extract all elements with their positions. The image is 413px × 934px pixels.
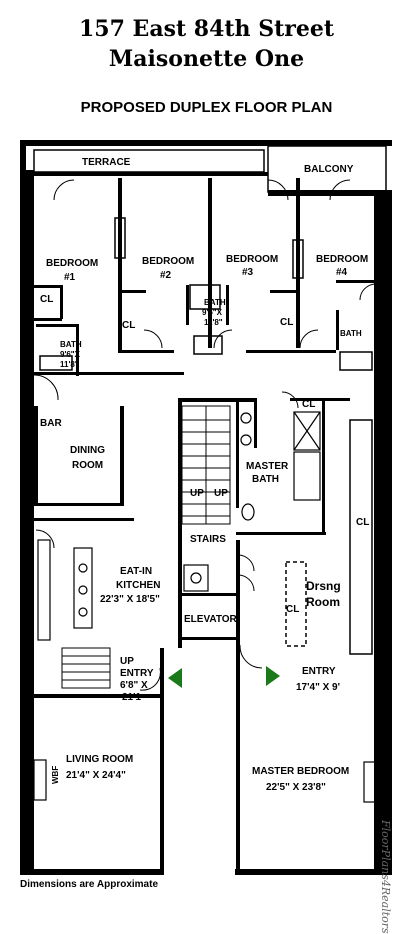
closet-label: CL — [122, 320, 135, 331]
terrace-label: TERRACE — [82, 157, 131, 168]
bedroom4-label: BEDROOM — [316, 254, 368, 265]
floor-plan: TERRACE BALCONY BEDROOM #1 BEDROOM #2 BE… — [20, 140, 392, 875]
bedroom4-num: #4 — [336, 267, 348, 278]
bar-label: BAR — [40, 418, 62, 429]
entry-arrows — [168, 666, 280, 688]
bath-label: BATH — [60, 340, 82, 349]
kitchen-label: KITCHEN — [116, 580, 160, 591]
dressing-closet — [285, 561, 307, 647]
elevator-box — [183, 564, 209, 592]
window-marks — [39, 217, 373, 371]
closet-label: CL — [302, 399, 315, 410]
kitchen-dim: 22'3" X 18'5" — [100, 594, 160, 605]
living-room-dim: 21'4" X 24'4" — [66, 770, 126, 781]
wbf-label: WBF — [51, 766, 60, 784]
dimensions-note: Dimensions are Approximate — [20, 879, 159, 890]
stairs-label: STAIRS — [190, 534, 226, 545]
entry-left-dim: 6'8" X — [120, 680, 148, 691]
bedroom1-num: #1 — [64, 272, 76, 283]
exterior-walls — [20, 140, 392, 875]
fireplaces — [33, 759, 377, 803]
stairs-up-label: UP — [190, 488, 204, 499]
entry-left-label: ENTRY — [120, 668, 154, 679]
stairs-up-label: UP — [120, 656, 134, 667]
closet-label: CL — [286, 604, 299, 615]
balcony-label: BALCONY — [304, 164, 354, 175]
elevator-label: ELEVATOR — [184, 614, 238, 625]
closet-label: CL — [40, 294, 53, 305]
stairs — [61, 405, 231, 689]
bath-dim: 11'8" — [204, 318, 223, 327]
bedroom2-label: BEDROOM — [142, 256, 194, 267]
living-room-label: LIVING ROOM — [66, 754, 133, 765]
bath-label: BATH — [340, 329, 362, 338]
entry-right-label: ENTRY — [302, 666, 336, 677]
middle-walls — [34, 398, 350, 875]
master-bath-label: BATH — [252, 474, 279, 485]
closet-label: CL — [356, 517, 369, 528]
dressing-label: Room — [306, 595, 340, 609]
bedroom2-num: #2 — [160, 270, 172, 281]
kitchen-counters — [37, 539, 93, 641]
dining-label: ROOM — [72, 460, 103, 471]
watermark: FloorPlans4Realtors — [379, 820, 392, 934]
entry-left-dim: 21'1 — [122, 692, 142, 703]
bath-label: BATH — [204, 298, 226, 307]
title-address: 157 East 84th Street — [78, 16, 335, 42]
bath-dim: 11'8" — [60, 360, 79, 369]
entry-arrow-right-icon — [266, 666, 280, 686]
kitchen-label: EAT-IN — [120, 566, 152, 577]
door-swings — [33, 179, 377, 691]
bath-dim: 9'6"X — [60, 350, 81, 359]
master-bedroom-label: MASTER BEDROOM — [252, 766, 349, 777]
title-unit: Maisonette One — [108, 46, 305, 72]
bedroom-walls — [34, 172, 376, 376]
long-closet — [349, 419, 373, 655]
entry-right-dim: 17'4" X 9' — [296, 682, 340, 693]
plan-subtitle: PROPOSED DUPLEX FLOOR PLAN — [80, 99, 333, 116]
entry-arrow-left-icon — [168, 668, 182, 688]
bath-fixtures — [240, 411, 321, 521]
dining-label: DINING — [70, 445, 105, 456]
master-bath-label: MASTER — [246, 461, 289, 472]
closet-label: CL — [280, 317, 293, 328]
wbf-label: WBF — [379, 768, 388, 786]
dressing-label: Drsng — [306, 579, 341, 593]
master-bedroom-dim: 22'5" X 23'8" — [266, 782, 326, 793]
bedroom3-label: BEDROOM — [226, 254, 278, 265]
bedroom1-label: BEDROOM — [46, 258, 98, 269]
bath-dim: 9'6"X — [202, 308, 223, 317]
bedroom3-num: #3 — [242, 267, 254, 278]
stairs-up-label: UP — [214, 488, 228, 499]
